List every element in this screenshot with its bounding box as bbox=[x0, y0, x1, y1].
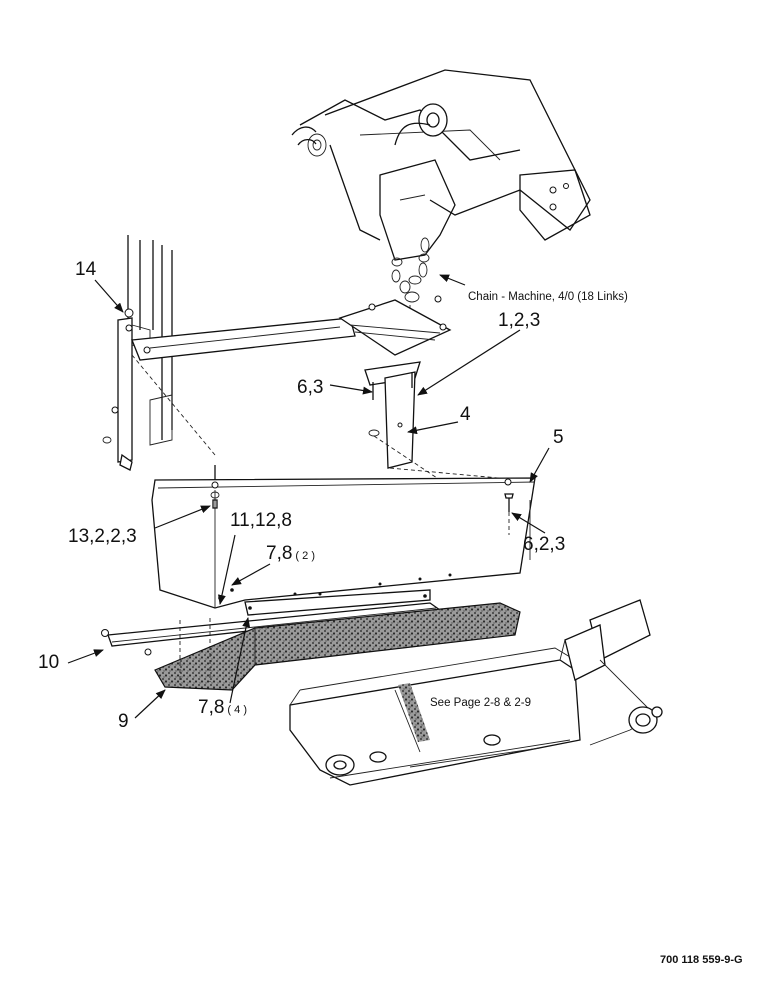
callout-7-8-top: 7,8( 2 ) bbox=[266, 543, 315, 564]
callout-9: 9 bbox=[118, 711, 129, 732]
bracket-14 bbox=[102, 308, 216, 471]
callout-7-8-bottom: 7,8( 4 ) bbox=[198, 697, 247, 718]
callout-6-2-3: 6,2,3 bbox=[523, 534, 565, 555]
callout-4: 4 bbox=[460, 404, 471, 425]
fasteners bbox=[210, 465, 514, 535]
callout-13-2-2-3: 13,2,2,3 bbox=[68, 526, 137, 547]
see-page-note: See Page 2-8 & 2-9 bbox=[430, 697, 531, 709]
mount-strip bbox=[244, 589, 431, 616]
callout-1-2-3: 1,2,3 bbox=[498, 310, 540, 331]
hanger-assembly bbox=[338, 295, 521, 481]
callout-10: 10 bbox=[38, 652, 59, 673]
callout-7-8-top-label: 7,8 bbox=[266, 543, 292, 564]
drawing-reference-number: 700 118 559-9-G bbox=[660, 954, 743, 966]
chain-note: Chain - Machine, 4/0 (18 Links) bbox=[468, 291, 628, 303]
shield-5 bbox=[151, 477, 536, 609]
seal-strip-9 bbox=[154, 602, 521, 691]
machine-frame bbox=[291, 69, 591, 261]
strap-4 bbox=[384, 371, 416, 469]
cross-bar bbox=[131, 317, 356, 361]
callout-7-8-top-qty: ( 2 ) bbox=[295, 550, 315, 562]
callout-6-3: 6,3 bbox=[297, 377, 323, 398]
chain bbox=[391, 237, 430, 345]
callout-7-8-bottom-label: 7,8 bbox=[198, 697, 224, 718]
callout-5: 5 bbox=[553, 427, 564, 448]
leader-lines bbox=[67, 274, 550, 719]
callout-11-12-8: 11,12,8 bbox=[230, 510, 292, 531]
callout-14: 14 bbox=[75, 259, 97, 280]
conveyor bbox=[289, 599, 663, 786]
callout-7-8-bottom-qty: ( 4 ) bbox=[227, 704, 247, 716]
